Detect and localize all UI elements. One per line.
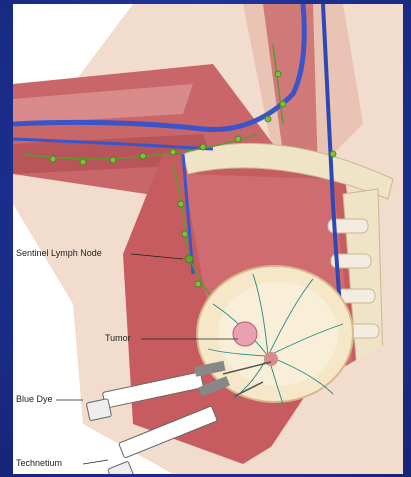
anatomy-drawing [13,4,403,474]
tumor-mass [233,322,257,346]
label-tumor: Tumor [105,333,131,343]
label-blue-dye: Blue Dye [16,394,53,404]
label-technetium: Technetium [16,458,62,468]
label-sentinel-lymph-node: Sentinel Lymph Node [16,248,102,258]
anatomy-illustration: Sentinel Lymph Node Tumor Blue Dye Techn… [13,4,403,474]
